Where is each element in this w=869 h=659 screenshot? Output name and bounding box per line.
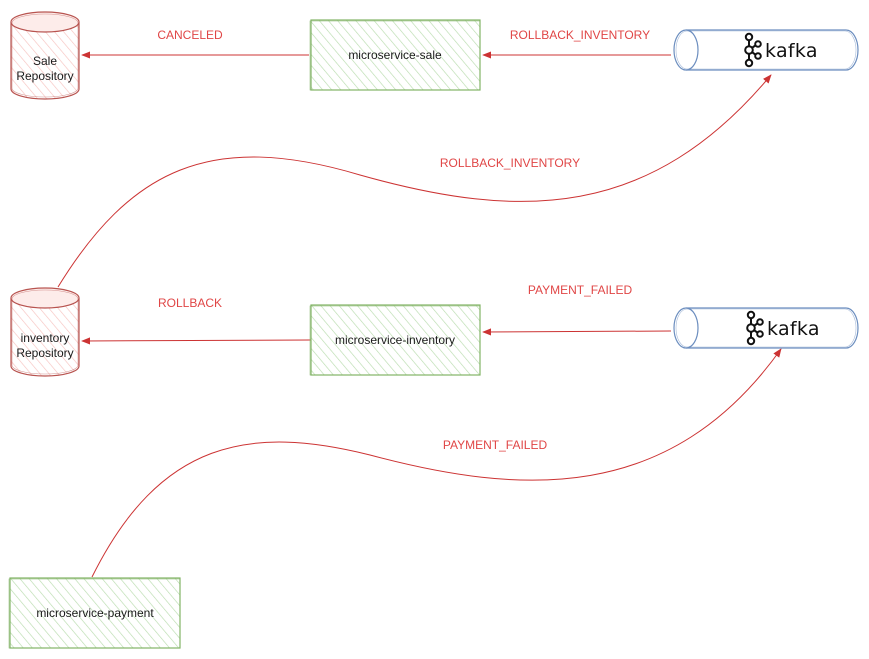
edge-label-canceled: CANCELED [157,28,223,42]
sale-repository-label-line2: Repository [16,69,73,83]
kafka-middle[interactable]: kafka [673,307,859,349]
microservice-payment[interactable]: microservice-payment [8,577,181,649]
edge-inventory-repository-to-kafka [57,74,772,288]
edge-label-rollback: ROLLBACK [158,296,222,310]
edge-label-payment-failed-middle: PAYMENT_FAILED [528,283,633,297]
sale-repository-label-line1: Sale [33,54,57,68]
inventory-repository-label-line1: inventory [21,331,70,345]
edge-label-payment-failed-curve: PAYMENT_FAILED [443,438,548,452]
database-cylinder-icon [10,287,80,377]
kafka-logo-icon [746,310,764,346]
kafka-top-label: kafka [765,40,818,62]
microservice-inventory[interactable]: microservice-inventory [309,304,481,376]
kafka-logo-icon [744,32,762,68]
inventory-repository[interactable]: inventory Repository [10,287,80,377]
sale-repository[interactable]: Sale Repository [10,11,80,100]
microservice-payment-label: microservice-payment [36,606,154,620]
edge-kafka-to-microservice-inventory [482,328,672,336]
edge-labels-layer: CANCELED ROLLBACK_INVENTORY ROLLBACK_INV… [157,28,650,452]
edge-payment-to-kafka [91,348,782,578]
edge-label-rollback-inventory-top: ROLLBACK_INVENTORY [510,28,650,42]
database-cylinder-icon [10,11,80,100]
microservice-inventory-label: microservice-inventory [335,333,455,347]
edge-inventory-to-inventory-repository [81,337,312,345]
microservice-sale[interactable]: microservice-sale [309,19,481,91]
kafka-middle-label: kafka [767,318,820,340]
edges-layer [57,51,782,578]
edge-label-rollback-inventory-curve: ROLLBACK_INVENTORY [440,156,580,170]
microservice-sale-label: microservice-sale [348,48,442,62]
inventory-repository-label-line2: Repository [16,346,73,360]
kafka-top[interactable]: kafka [673,29,859,71]
